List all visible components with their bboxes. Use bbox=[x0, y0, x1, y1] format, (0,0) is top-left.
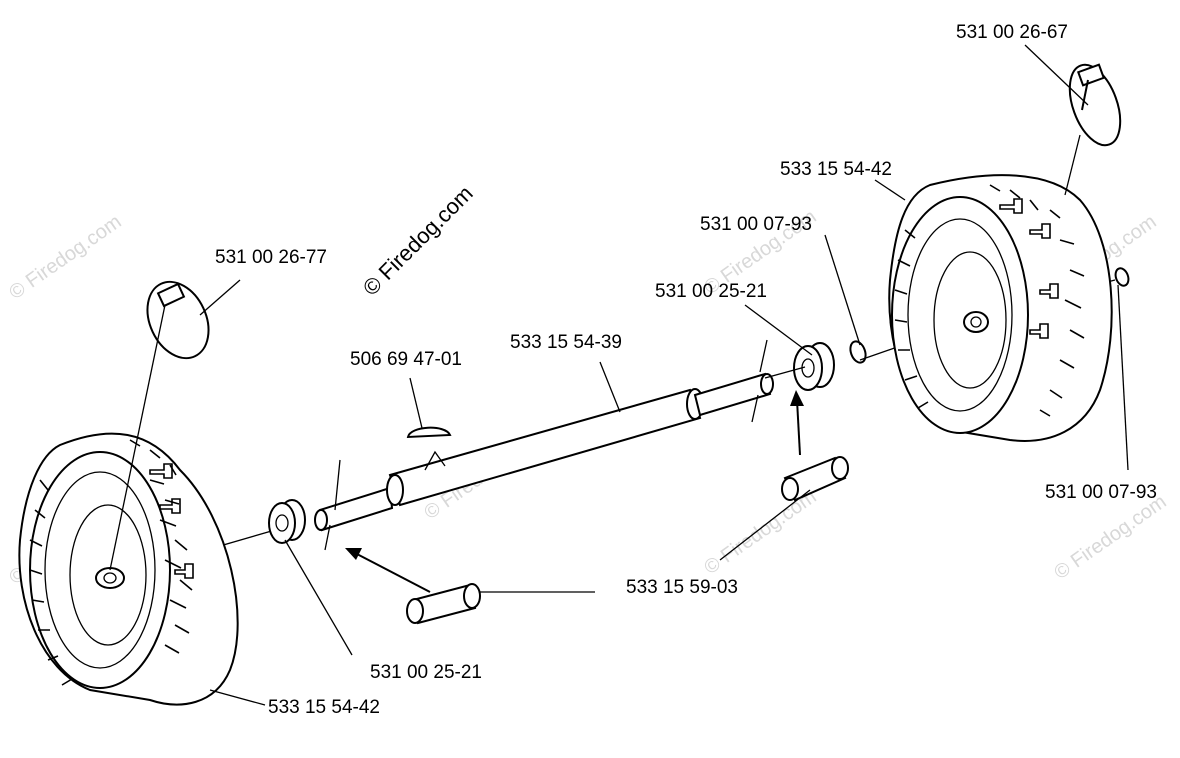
copyright-text: © Firedog.com bbox=[358, 181, 478, 301]
sleeve-left bbox=[406, 583, 481, 625]
left-wheel bbox=[18, 432, 239, 706]
label-bearing-left: 531 00 25-21 bbox=[370, 662, 482, 683]
label-axle: 533 15 54-39 bbox=[510, 332, 622, 353]
part-labels: 531 00 26-67 533 15 54-42 531 00 07-93 5… bbox=[215, 22, 1157, 718]
washer-right-outer bbox=[1114, 267, 1130, 287]
right-clip bbox=[1068, 63, 1122, 147]
label-washer-right-inner: 531 00 07-93 bbox=[700, 214, 812, 235]
label-clip-right: 531 00 26-67 bbox=[956, 22, 1068, 43]
sleeve-right bbox=[781, 456, 849, 502]
label-bearing-right: 531 00 25-21 bbox=[655, 281, 767, 302]
key bbox=[406, 426, 452, 439]
arrows bbox=[345, 390, 804, 593]
label-clip-left: 531 00 26-77 bbox=[215, 247, 327, 268]
right-wheel bbox=[888, 174, 1113, 442]
left-bearing bbox=[268, 499, 306, 544]
leader-lines bbox=[199, 44, 1129, 706]
label-wheel-right: 533 15 54-42 bbox=[780, 159, 892, 180]
label-washer-right-outer: 531 00 07-93 bbox=[1045, 482, 1157, 503]
label-wheel-left: 533 15 54-42 bbox=[268, 697, 380, 718]
right-bearing bbox=[793, 342, 835, 391]
label-key: 506 69 47-01 bbox=[350, 349, 462, 370]
left-clip bbox=[109, 280, 210, 571]
label-sleeve: 533 15 59-03 bbox=[626, 577, 738, 598]
washer-right-inner bbox=[849, 340, 867, 364]
axle bbox=[314, 339, 806, 551]
watermark: © Firedog.com bbox=[5, 211, 125, 304]
watermark: © Firedog.com bbox=[1050, 491, 1170, 584]
watermark: © Firedog.com bbox=[700, 486, 820, 579]
